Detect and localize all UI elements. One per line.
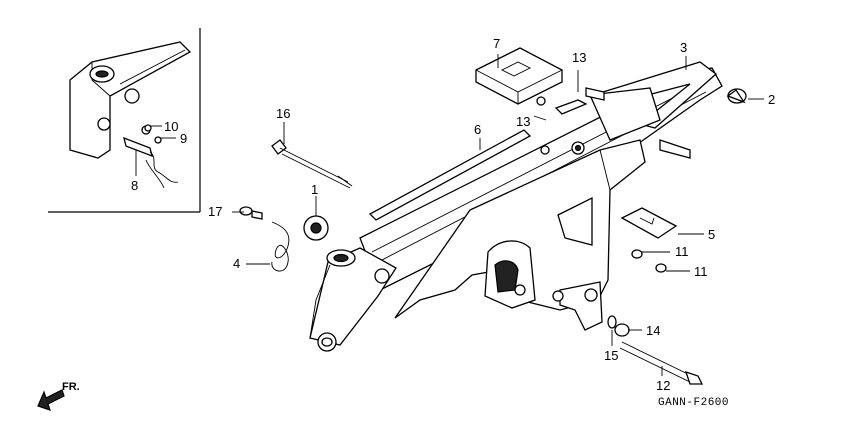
callout-3: 3 — [680, 40, 687, 55]
callout-1: 1 — [311, 182, 318, 197]
callout-4: 4 — [233, 256, 240, 271]
part-5-plate — [620, 207, 678, 239]
callout-7: 7 — [493, 36, 500, 51]
front-label: FR. — [62, 381, 80, 393]
inset-detail — [48, 28, 201, 213]
callout-14: 14 — [646, 323, 660, 338]
part-6-rubber-strip — [368, 129, 532, 221]
callout-10: 10 — [164, 119, 178, 134]
part-1-bearing — [303, 215, 329, 241]
frame-body — [309, 61, 723, 352]
callout-17: 17 — [208, 204, 222, 219]
part-14-nut — [614, 323, 630, 337]
callout-8: 8 — [131, 178, 138, 193]
diagram-code: GANN-F2600 — [658, 397, 729, 409]
part-2-grommet — [726, 88, 747, 104]
side-stand-spring — [123, 136, 179, 189]
leader-lines — [135, 54, 764, 376]
callout-9: 9 — [180, 131, 187, 146]
part-17-bolt — [239, 206, 263, 220]
part-11-screw — [631, 249, 667, 273]
part-4-spring — [271, 221, 290, 272]
part-7-cover — [475, 47, 563, 105]
part-16-bolt — [271, 139, 353, 189]
callout-12: 12 — [656, 378, 670, 393]
part-12-bolt — [619, 341, 704, 385]
front-arrow-icon — [37, 389, 65, 411]
callout-13-upper: 13 — [572, 50, 586, 65]
callout-5: 5 — [708, 227, 715, 242]
part-15-washer — [607, 315, 617, 329]
front-direction-indicator: FR. — [37, 381, 80, 411]
callout-labels: 7 13 13 3 2 6 16 1 17 4 5 11 11 14 15 12… — [131, 36, 775, 393]
callout-11-upper: 11 — [675, 244, 689, 259]
part-13-bracket — [536, 96, 588, 115]
callout-11-lower: 11 — [694, 264, 708, 279]
callout-2: 2 — [768, 92, 775, 107]
callout-16: 16 — [276, 106, 290, 121]
callout-15: 15 — [604, 348, 618, 363]
callout-13-lower: 13 — [516, 114, 530, 129]
callout-6: 6 — [474, 122, 481, 137]
